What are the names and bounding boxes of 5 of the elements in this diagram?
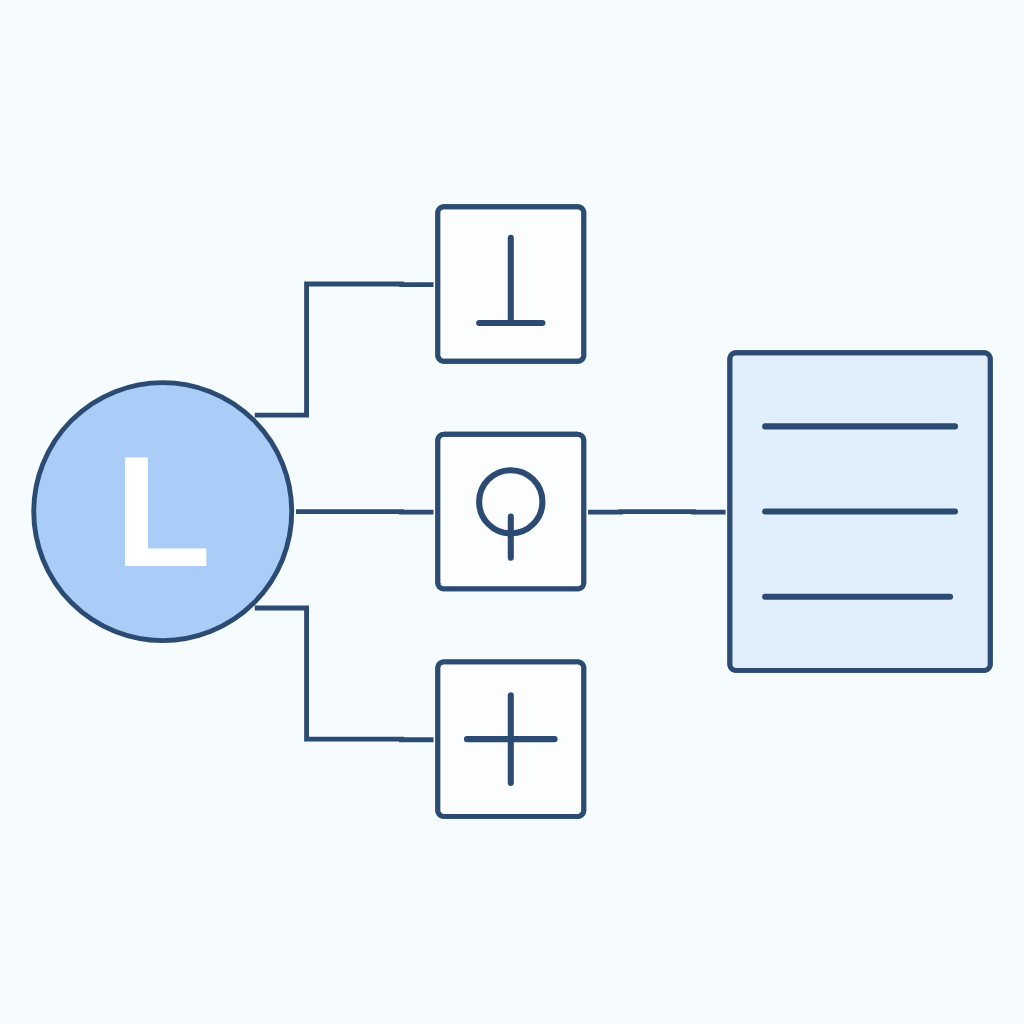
connector-line [296,509,434,516]
connector-line [254,282,434,418]
connector-line [588,509,726,516]
node-label: L [114,432,212,592]
connector-line [254,606,434,743]
